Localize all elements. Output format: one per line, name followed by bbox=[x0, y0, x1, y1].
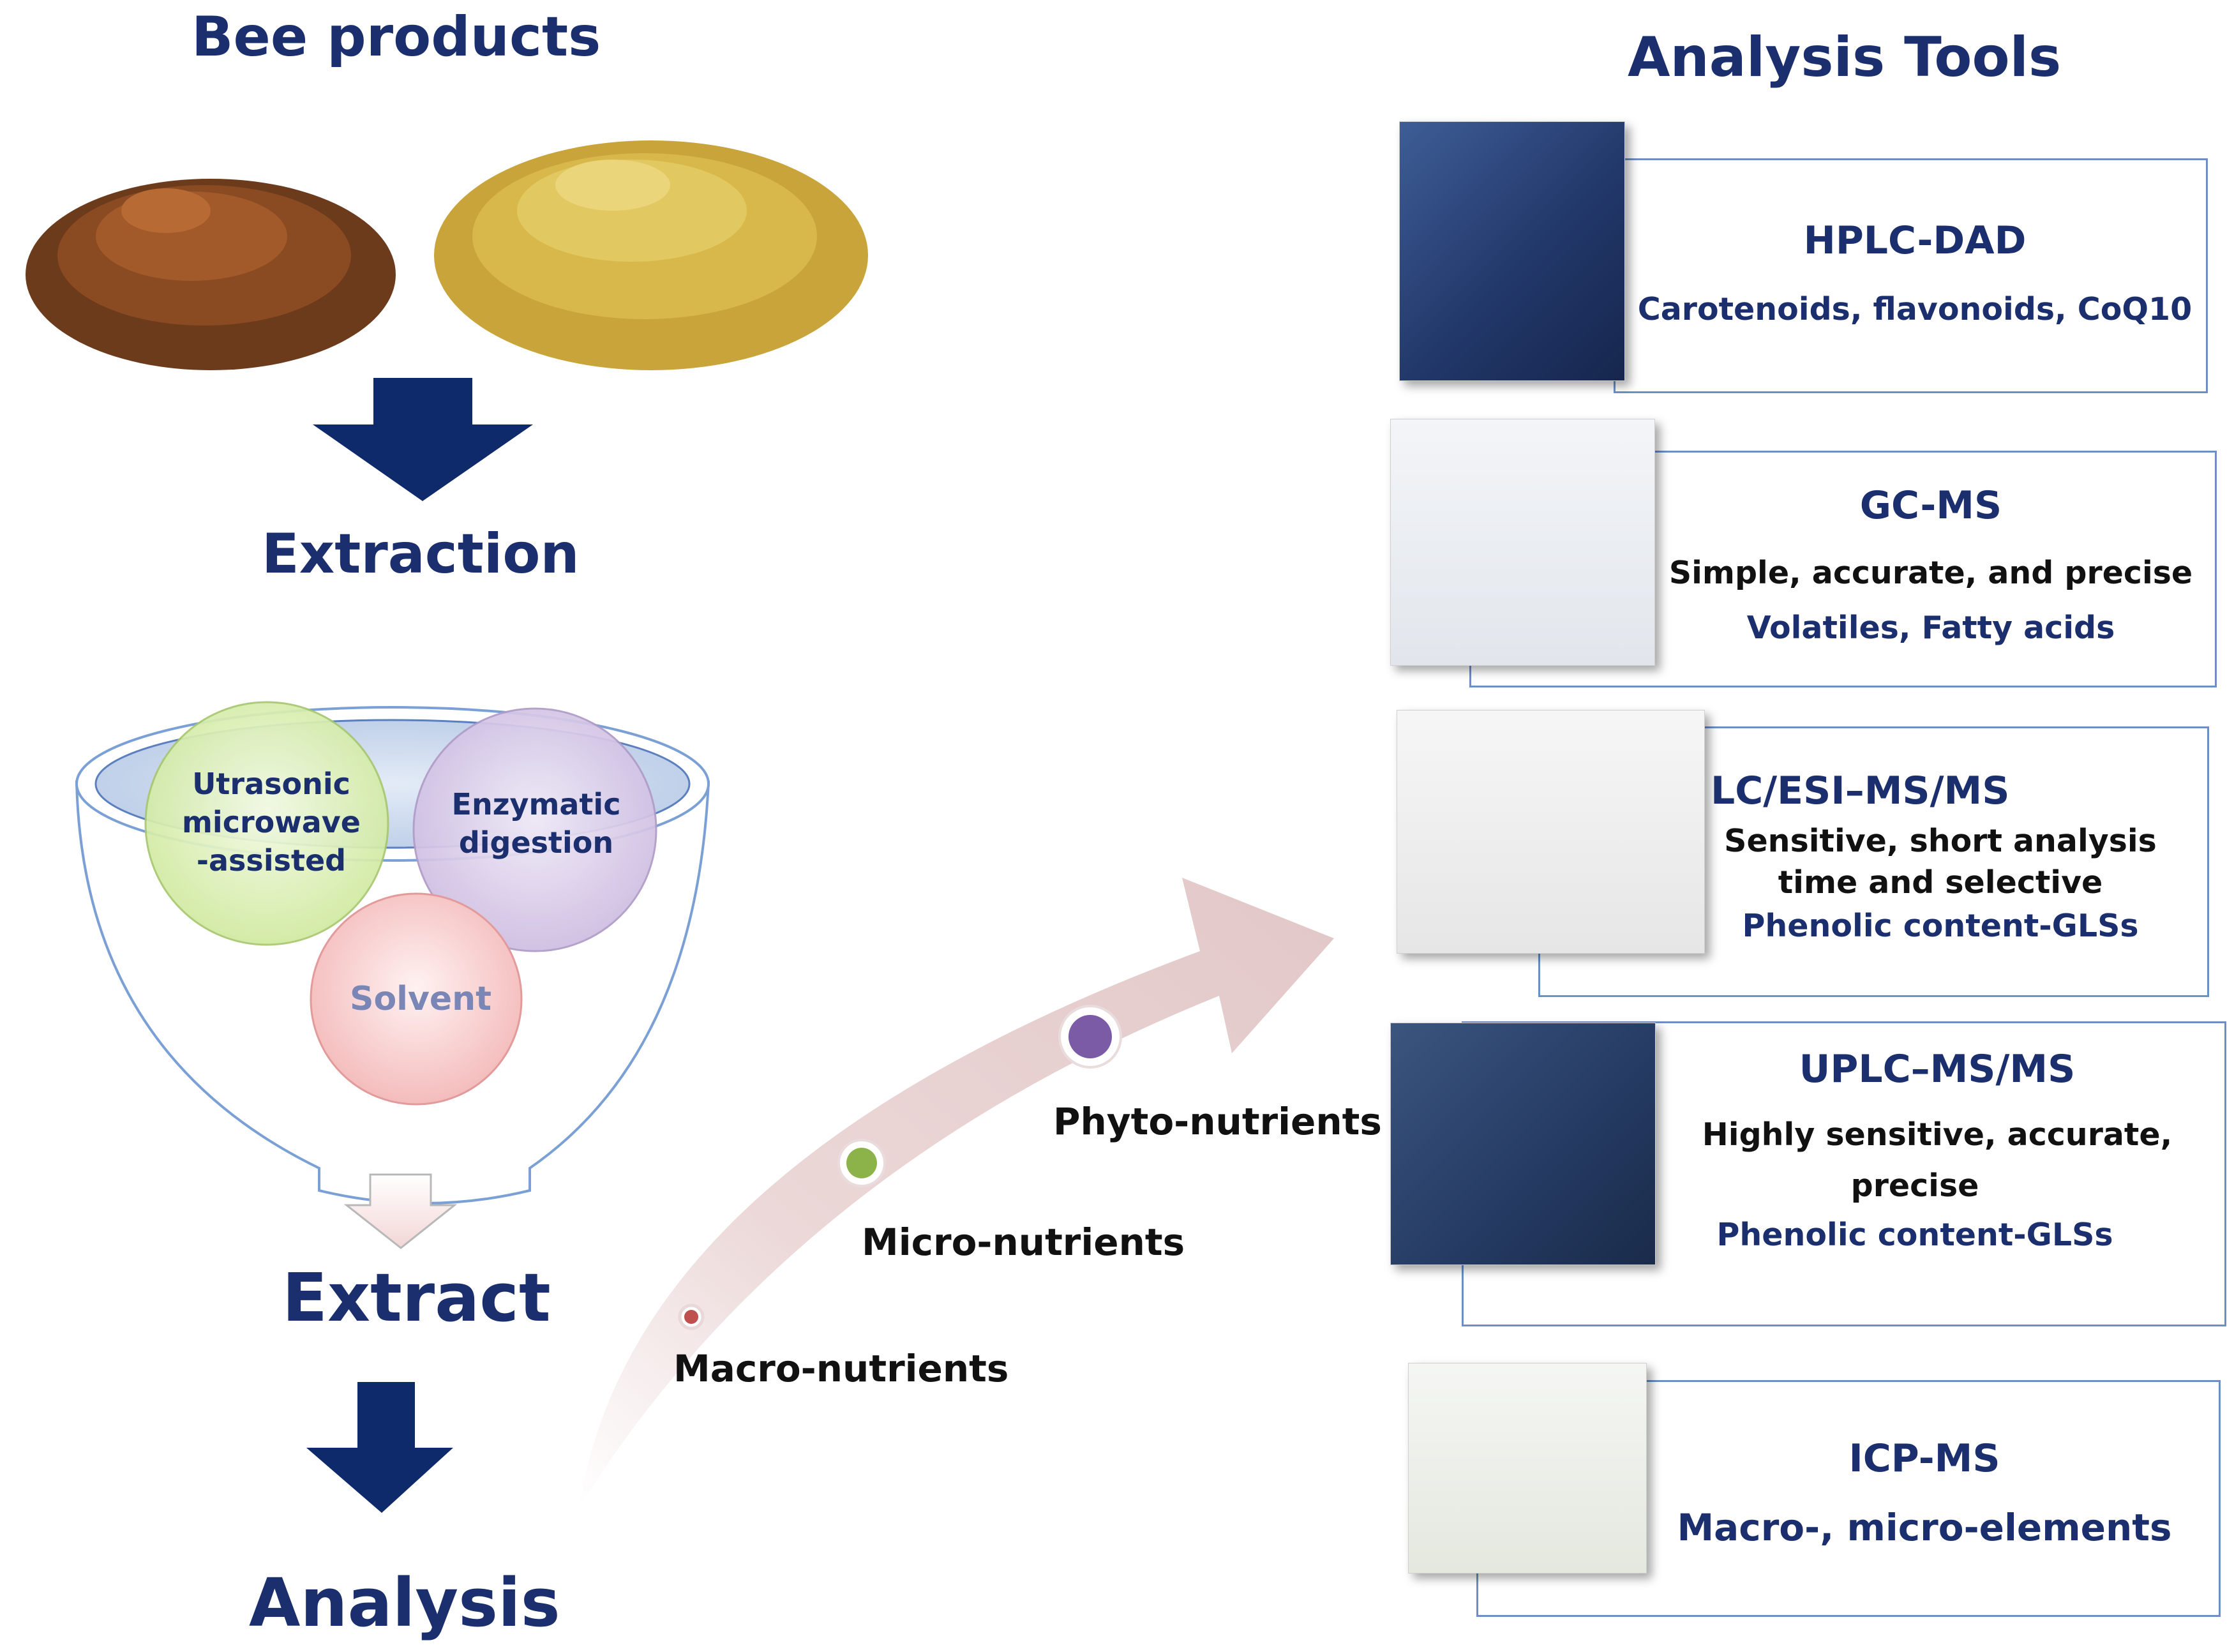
lc-esi-ms-instrument-image bbox=[1397, 710, 1705, 954]
hplc-instrument-image bbox=[1399, 121, 1625, 381]
tool-name-uplc-ms-ms: UPLC–MS/MS bbox=[1799, 1047, 2076, 1092]
extract-label: Extract bbox=[282, 1259, 551, 1337]
ultrasonic-circle bbox=[144, 701, 389, 946]
uplc-instrument-image bbox=[1390, 1023, 1656, 1265]
icp-ms-instrument-image bbox=[1408, 1363, 1647, 1573]
tool-desc-lc-esi-line1: Sensitive, short analysis bbox=[1724, 823, 2157, 859]
tool-target-icp-ms: Macro-, micro-elements bbox=[1677, 1506, 2172, 1549]
curved-arrow bbox=[580, 878, 1334, 1506]
macro-nutrient-dot-core bbox=[684, 1310, 698, 1324]
analysis-label: Analysis bbox=[249, 1564, 560, 1642]
micro-nutrients-label: Micro-nutrients bbox=[862, 1220, 1185, 1264]
tool-name-lc-esi-ms-ms: LC/ESI–MS/MS bbox=[1711, 769, 2010, 813]
gc-ms-instrument-image bbox=[1390, 419, 1655, 666]
tool-box-hplc-dad bbox=[1614, 158, 2208, 393]
tool-desc-gc-ms: Simple, accurate, and precise bbox=[1668, 555, 2193, 591]
tool-name-icp-ms: ICP-MS bbox=[1848, 1436, 2000, 1481]
tool-target-gc-ms: Volatiles, Fatty acids bbox=[1746, 610, 2115, 646]
ultrasonic-label: Utrasonic microwave -assisted bbox=[182, 767, 361, 878]
solvent-label: Solvent bbox=[350, 980, 492, 1018]
dark-bee-pollen-pile bbox=[26, 179, 396, 370]
tool-name-gc-ms: GC-MS bbox=[1859, 483, 2002, 528]
tool-target-lc-esi: Phenolic content-GLSs bbox=[1742, 908, 2139, 944]
tool-desc-uplc-line1: Highly sensitive, accurate, bbox=[1702, 1116, 2173, 1153]
enzymatic-circle bbox=[412, 707, 657, 952]
small-down-arrow-icon bbox=[343, 1173, 458, 1249]
phyto-nutrient-dot-core bbox=[1068, 1015, 1112, 1058]
tool-desc-uplc-line2: precise bbox=[1850, 1168, 1979, 1204]
extraction-label: Extraction bbox=[262, 522, 580, 586]
macro-nutrients-label: Macro-nutrients bbox=[673, 1347, 1009, 1390]
micro-nutrient-dot-core bbox=[846, 1148, 877, 1178]
phyto-nutrients-label: Phyto-nutrients bbox=[1053, 1100, 1382, 1143]
solvent-circle bbox=[310, 892, 523, 1106]
tool-name-hplc-dad: HPLC-DAD bbox=[1803, 218, 2027, 263]
down-arrow-icon bbox=[306, 1382, 453, 1513]
analysis-tools-title: Analysis Tools bbox=[1628, 26, 2062, 89]
tool-desc-lc-esi-line2: time and selective bbox=[1778, 864, 2103, 901]
enzymatic-label: Enzymatic digestion bbox=[451, 787, 621, 860]
down-arrow-icon bbox=[313, 378, 533, 501]
tool-target-uplc: Phenolic content-GLSs bbox=[1716, 1217, 2113, 1253]
bee-products-title: Bee products bbox=[191, 5, 601, 69]
tool-target-hplc-dad: Carotenoids, flavonoids, CoQ10 bbox=[1637, 291, 2193, 327]
yellow-bee-pollen-pile bbox=[434, 140, 868, 370]
